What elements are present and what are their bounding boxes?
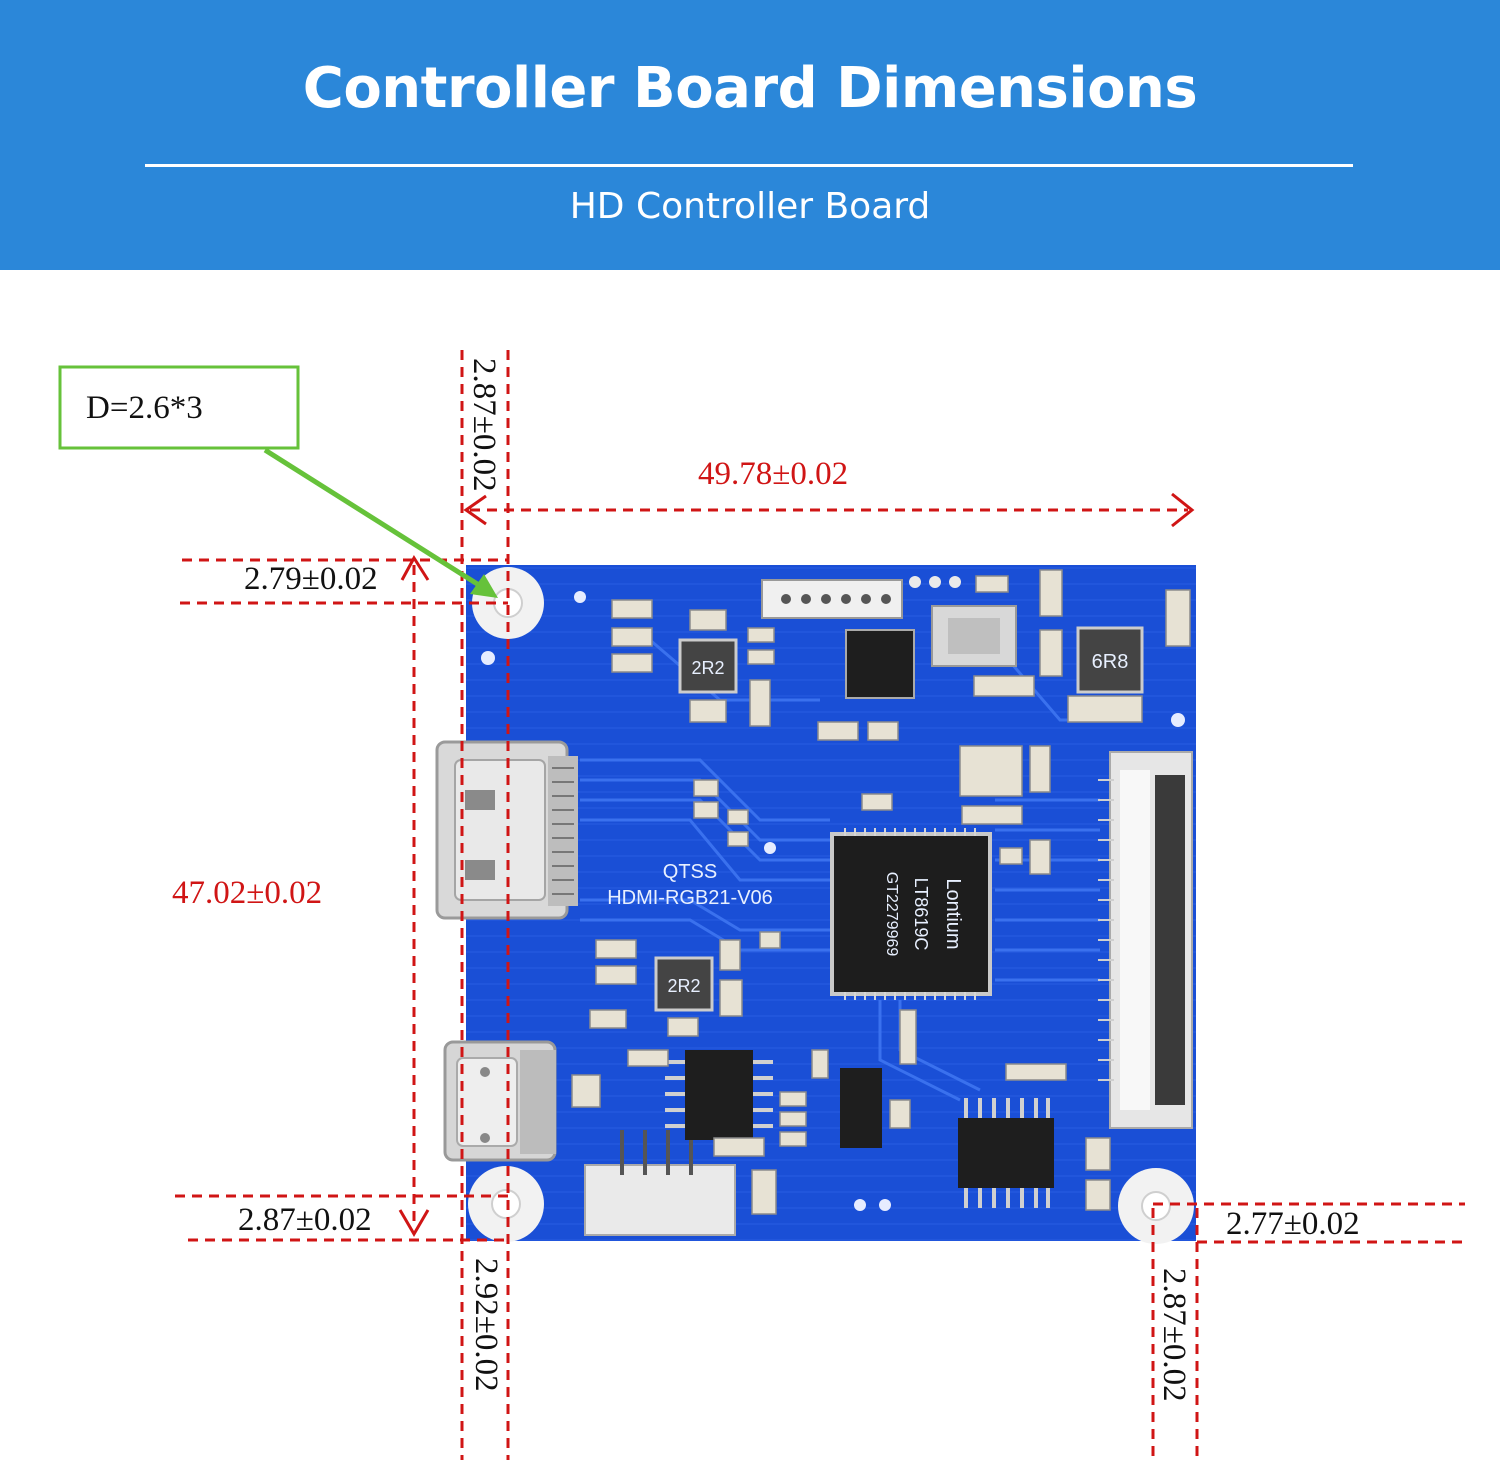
board-maker-label: QTSS xyxy=(663,861,717,883)
small-chip xyxy=(840,1068,882,1148)
main-chip: Lontium LT8619C GT2279969 xyxy=(830,828,992,1000)
callout-arrowhead xyxy=(470,574,498,598)
mounting-hole-bottom-left xyxy=(468,1166,544,1242)
soic-chip-right xyxy=(958,1098,1054,1208)
fpc-connector xyxy=(1098,751,1193,1129)
callout-leader xyxy=(263,447,492,595)
hole-top-margin-label: 2.79±0.02 xyxy=(244,561,378,597)
top-connector xyxy=(761,576,961,619)
board-vias xyxy=(481,591,1185,1211)
controller-board: Lontium LT8619C GT2279969 xyxy=(435,565,1196,1244)
dimension-arrowheads xyxy=(398,492,1195,1237)
svg-text:2R2: 2R2 xyxy=(667,976,700,996)
svg-text:2R2: 2R2 xyxy=(691,658,724,678)
diagram-canvas: Lontium LT8619C GT2279969 xyxy=(58,350,1465,1460)
bottom-left-hole-offset-label: 2.92±0.02 xyxy=(468,1258,504,1392)
bottom-right-hole-offset-label: 2.87±0.02 xyxy=(1156,1268,1192,1402)
board-model-label: HDMI-RGB21-V06 xyxy=(607,887,773,909)
page-title: Controller Board Dimensions xyxy=(302,56,1198,121)
passive-components xyxy=(571,569,1191,1215)
hdmi-connector xyxy=(435,740,578,920)
header-banner: Controller Board Dimensions HD Controlle… xyxy=(0,0,1500,270)
micro-usb-connector xyxy=(443,1040,557,1162)
soic-chip-left xyxy=(665,1050,773,1140)
inductor-top: 2R2 xyxy=(678,638,738,694)
callout-box xyxy=(58,365,300,450)
board-height-label: 47.02±0.02 xyxy=(172,875,322,911)
chip-code: GT2279969 xyxy=(883,872,900,957)
board-width-label: 49.78±0.02 xyxy=(698,456,848,492)
dimension-diagram: Lontium LT8619C GT2279969 xyxy=(0,270,1500,1466)
qfn-chip xyxy=(845,629,915,699)
top-hole-offset-label: 2.87±0.02 xyxy=(466,358,502,492)
mounting-hole-bottom-right xyxy=(1118,1168,1194,1244)
fpc-pins xyxy=(1098,779,1114,1081)
hole-bottom-margin-right-label: 2.77±0.02 xyxy=(1226,1206,1360,1242)
hole-diameter-callout: D=2.6*3 xyxy=(58,365,498,598)
inductor-bottom: 2R2 xyxy=(654,956,714,1012)
chip-brand: Lontium xyxy=(942,878,964,949)
chip-model: LT8619C xyxy=(911,878,931,951)
hole-bottom-margin-left-label: 2.87±0.02 xyxy=(238,1202,372,1238)
reset-switch xyxy=(931,605,1017,667)
svg-text:6R8: 6R8 xyxy=(1092,651,1129,673)
inductor-right: 6R8 xyxy=(1076,626,1144,694)
hdmi-pins xyxy=(552,767,574,895)
header-divider xyxy=(145,164,1353,167)
callout-label: D=2.6*3 xyxy=(86,390,203,426)
page-subtitle: HD Controller Board xyxy=(569,186,931,227)
bottom-pin-header xyxy=(584,1130,736,1236)
dimension-lines xyxy=(175,350,1465,1460)
